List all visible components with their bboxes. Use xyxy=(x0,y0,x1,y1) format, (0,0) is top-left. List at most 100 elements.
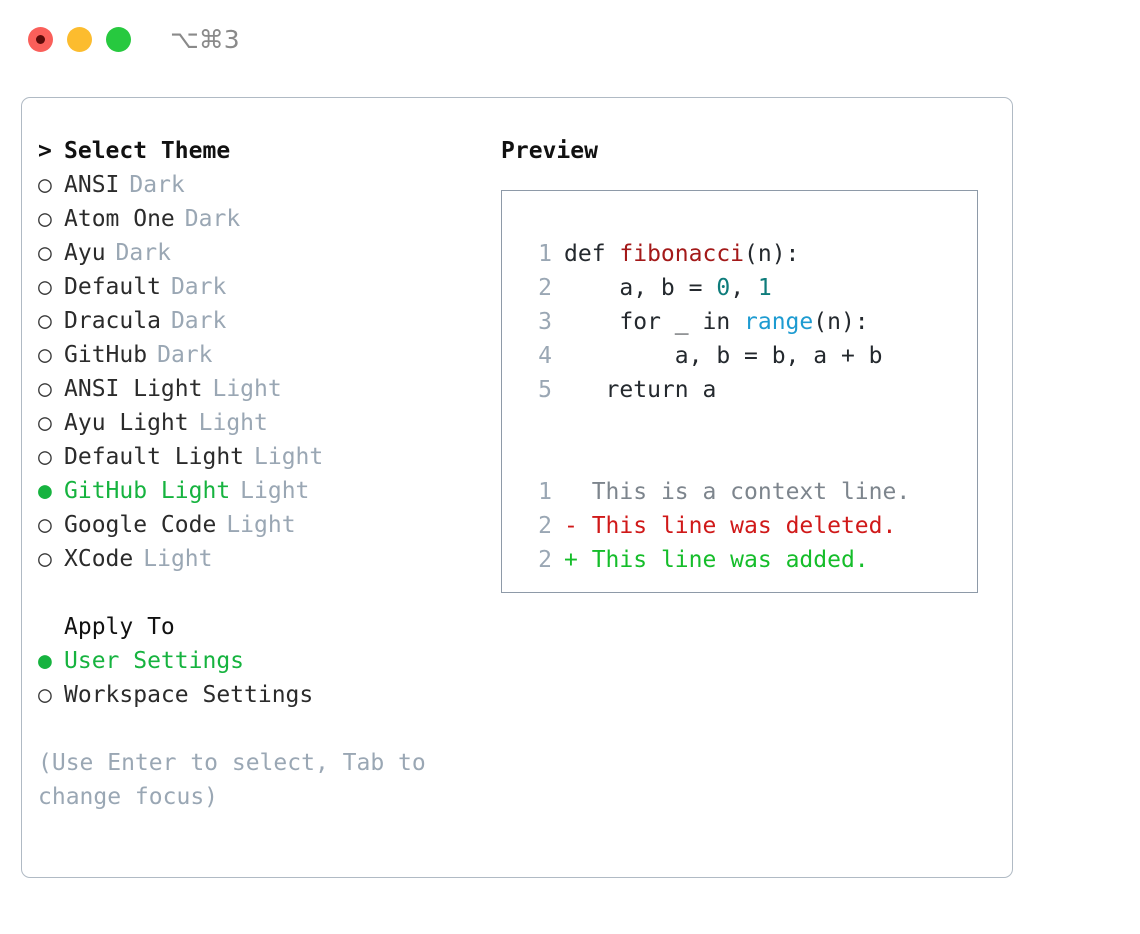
apply-to-option-label: Workspace Settings xyxy=(64,682,314,708)
token-number: 0 xyxy=(716,275,731,301)
window-controls xyxy=(28,26,131,52)
diff-line-deleted: 2 - This line was deleted. xyxy=(520,509,977,543)
code-line: 3 for _ in range(n): xyxy=(520,305,977,339)
radio-unselected-icon: ○ xyxy=(38,682,52,708)
preview-heading: Preview xyxy=(501,138,598,164)
preview-box: 1 def fibonacci(n): 2 a, b = 0, 1 3 for … xyxy=(501,190,978,593)
theme-option-variant: Light xyxy=(240,478,310,504)
diff-line-context: 1 This is a context line. xyxy=(520,475,977,509)
diff-content: This is a context line. xyxy=(577,479,911,505)
theme-option-label: Ayu xyxy=(64,240,106,266)
line-number: 1 xyxy=(538,479,552,505)
radio-unselected-icon: ○ xyxy=(38,308,52,334)
diff-sign xyxy=(564,475,578,509)
line-number: 5 xyxy=(538,377,552,403)
code-line: 4 a, b = b, a + b xyxy=(520,339,977,373)
code-line: 2 a, b = 0, 1 xyxy=(520,271,977,305)
diff-content: This line was added. xyxy=(577,547,869,573)
token-builtin-call: range xyxy=(744,309,814,335)
theme-option-ansi-light[interactable]: ○ ANSI Light Light xyxy=(38,372,478,406)
theme-option-label: XCode xyxy=(64,546,134,572)
code-content: for _ in range(n): xyxy=(564,309,869,335)
radio-unselected-icon: ○ xyxy=(38,546,52,572)
code-blank-line xyxy=(520,407,977,441)
apply-to-option-user-settings[interactable]: ● User Settings xyxy=(38,644,478,678)
code-content: return a xyxy=(564,377,717,403)
code-content: a, b = b, a + b xyxy=(564,343,883,369)
theme-option-variant: Light xyxy=(143,546,213,572)
line-number: 4 xyxy=(538,343,552,369)
code-line: 1 def fibonacci(n): xyxy=(520,237,977,271)
diff-sign: + xyxy=(564,547,578,573)
theme-picker-heading: > Select Theme xyxy=(38,134,478,168)
theme-option-variant: Light xyxy=(198,410,268,436)
theme-option-default[interactable]: ○ Default Dark xyxy=(38,270,478,304)
minimize-button[interactable] xyxy=(67,26,92,52)
theme-picker-heading-label: Select Theme xyxy=(64,138,231,164)
theme-option-label: Google Code xyxy=(64,512,217,538)
theme-option-dracula[interactable]: ○ Dracula Dark xyxy=(38,304,478,338)
theme-option-variant: Dark xyxy=(129,172,185,198)
keyboard-shortcut-label: ⌥⌘3 xyxy=(170,24,240,54)
token-function-name: fibonacci xyxy=(619,241,745,267)
hint-spacer xyxy=(38,712,478,746)
radio-unselected-icon: ○ xyxy=(38,410,52,436)
maximize-button[interactable] xyxy=(106,26,131,52)
theme-option-label: ANSI xyxy=(64,172,120,198)
apply-to-heading: Apply To xyxy=(64,614,175,640)
radio-unselected-icon: ○ xyxy=(38,274,52,300)
theme-option-ansi[interactable]: ○ ANSI Dark xyxy=(38,168,478,202)
theme-option-variant: Dark xyxy=(170,274,227,300)
keyboard-hint-text: (Use Enter to select, Tab to change focu… xyxy=(38,750,440,810)
theme-option-github[interactable]: ○ GitHub Dark xyxy=(38,338,478,372)
prompt-caret-icon: > xyxy=(38,138,52,164)
line-number: 3 xyxy=(538,309,552,335)
theme-option-variant: Dark xyxy=(170,308,227,334)
theme-option-label: ANSI Light xyxy=(64,376,203,402)
title-bar: ⌥⌘3 xyxy=(0,0,1140,78)
radio-unselected-icon: ○ xyxy=(38,342,52,368)
line-number: 2 xyxy=(538,547,552,573)
diff-sign: - xyxy=(564,513,578,539)
section-spacer xyxy=(38,576,478,610)
theme-option-label: GitHub xyxy=(64,342,148,368)
theme-option-variant: Light xyxy=(254,444,324,470)
theme-option-default-light[interactable]: ○ Default Light Light xyxy=(38,440,478,474)
token-number: 1 xyxy=(757,275,772,301)
radio-unselected-icon: ○ xyxy=(38,206,52,232)
theme-option-variant: Dark xyxy=(184,206,241,232)
radio-selected-icon: ● xyxy=(38,648,52,674)
code-content: def fibonacci(n): xyxy=(564,241,800,267)
line-number: 1 xyxy=(538,241,552,267)
apply-to-list: ● User Settings ○ Workspace Settings xyxy=(38,644,478,712)
radio-unselected-icon: ○ xyxy=(38,444,52,470)
code-blank-line xyxy=(520,441,977,475)
theme-option-google-code[interactable]: ○ Google Code Light xyxy=(38,508,478,542)
theme-option-xcode[interactable]: ○ XCode Light xyxy=(38,542,478,576)
line-number: 2 xyxy=(538,275,552,301)
radio-unselected-icon: ○ xyxy=(38,376,52,402)
radio-unselected-icon: ○ xyxy=(38,240,52,266)
theme-option-label: Default Light xyxy=(64,444,245,470)
close-button[interactable] xyxy=(28,26,53,52)
theme-option-label: GitHub Light xyxy=(64,478,231,504)
diff-content: This line was deleted. xyxy=(577,513,897,539)
radio-unselected-icon: ○ xyxy=(38,512,52,538)
theme-option-label: Dracula xyxy=(64,308,161,334)
theme-option-label: Default xyxy=(64,274,161,300)
radio-unselected-icon: ○ xyxy=(38,172,52,198)
theme-option-variant: Light xyxy=(212,376,282,402)
theme-option-variant: Light xyxy=(226,512,296,538)
theme-option-variant: Dark xyxy=(157,342,213,368)
line-number: 2 xyxy=(538,513,552,539)
apply-to-option-workspace-settings[interactable]: ○ Workspace Settings xyxy=(38,678,478,712)
apply-to-option-label: User Settings xyxy=(64,648,245,674)
